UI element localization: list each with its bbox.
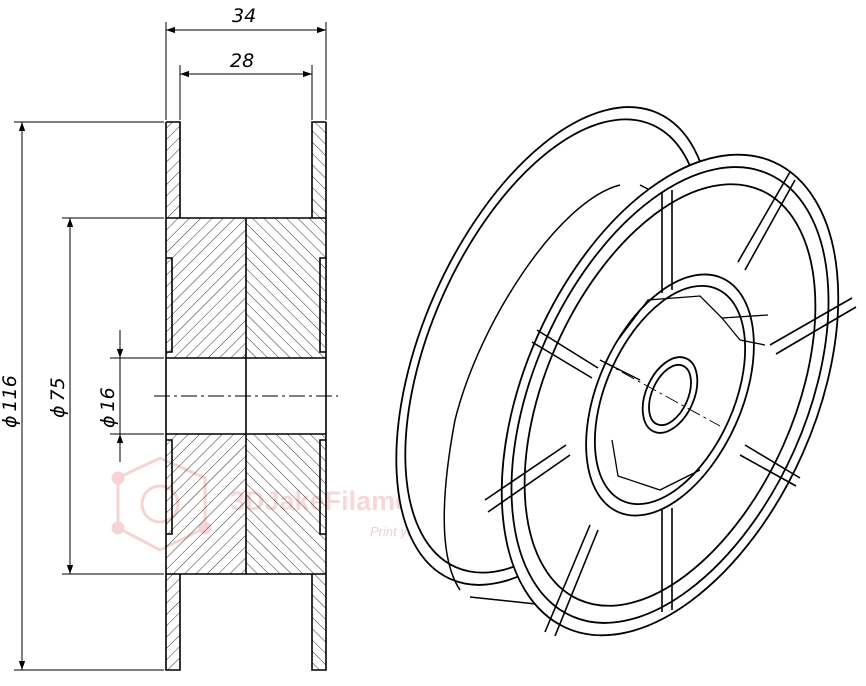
hub-upper-right-hatch bbox=[246, 218, 326, 358]
svg-text:ϕ116: ϕ116 bbox=[0, 375, 21, 428]
svg-text:ϕ75: ϕ75 bbox=[47, 377, 69, 418]
svg-text:ϕ16: ϕ16 bbox=[97, 387, 119, 428]
hub-lower-right-hatch bbox=[246, 434, 326, 574]
dim-outer-diameter: ϕ116 bbox=[0, 375, 21, 428]
dim-total-width: 34 bbox=[232, 5, 256, 27]
section-view bbox=[154, 121, 338, 671]
hub-lower-left-hatch bbox=[166, 434, 246, 574]
hub-inner-prism bbox=[599, 295, 769, 491]
spokes bbox=[484, 171, 857, 637]
bore-hole bbox=[641, 356, 699, 434]
axis-centerline bbox=[599, 359, 721, 427]
dim-outer-diameter-value: 116 bbox=[0, 375, 21, 411]
dimension-labels: 34 28 ϕ116 ϕ75 ϕ16 bbox=[0, 5, 256, 428]
dim-inner-width: 28 bbox=[230, 50, 254, 72]
hub-upper-left-hatch bbox=[166, 218, 246, 358]
isometric-view bbox=[395, 106, 857, 637]
dimension-lines bbox=[14, 22, 327, 671]
dim-bore-diameter-value: 16 bbox=[97, 387, 119, 411]
dim-hub-diameter-value: 75 bbox=[47, 377, 69, 401]
dim-bore-diameter: ϕ16 bbox=[97, 387, 119, 428]
dim-hub-diameter: ϕ75 bbox=[47, 377, 69, 418]
